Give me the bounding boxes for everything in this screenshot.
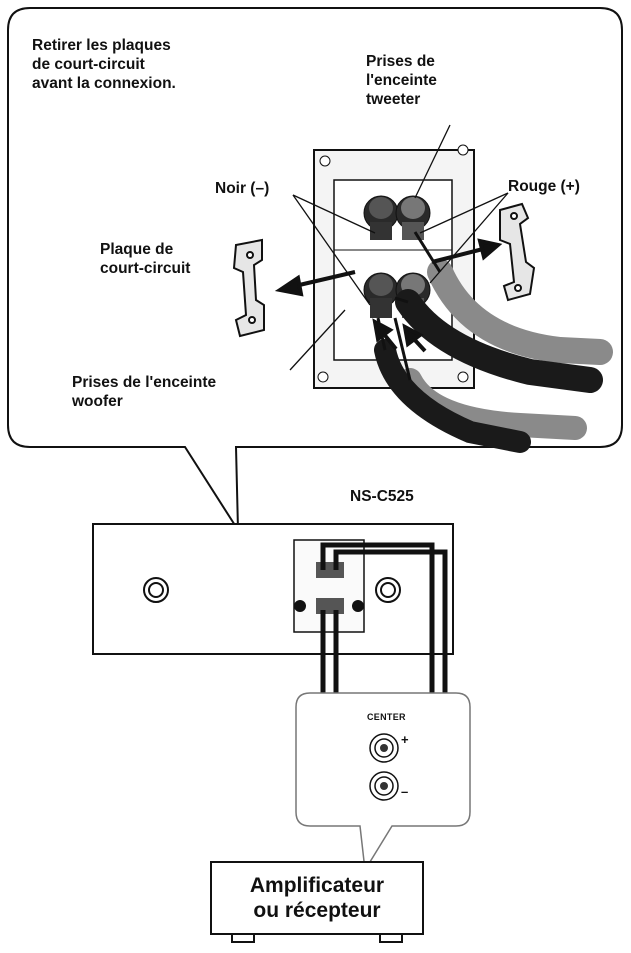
center-channel-label: CENTER — [367, 712, 406, 722]
tweeter-terminals — [363, 195, 431, 240]
plus-sign: + — [401, 732, 409, 747]
instruction-text: Retirer les plaques de court-circuit ava… — [32, 37, 176, 92]
amplifier-box — [210, 861, 424, 943]
receiver-terminals — [369, 733, 399, 801]
speaker-model-label: NS-C525 — [350, 488, 414, 505]
shorting-plate-left — [232, 238, 265, 338]
woofer-label: Prises de l'enceinte woofer — [72, 374, 217, 410]
shorting-plate-label: Plaque de court-circuit — [100, 241, 191, 277]
red-terminal-label: Rouge (+) — [508, 178, 580, 195]
shorting-plate-right — [499, 202, 536, 302]
amplifier-label: Amplificateur ou récepteur — [249, 874, 385, 922]
speaker-cables — [374, 259, 613, 453]
minus-sign: – — [401, 784, 409, 799]
leader-lines — [289, 124, 509, 371]
removal-arrows — [274, 238, 503, 353]
black-terminal-label: Noir (–) — [215, 180, 270, 197]
tweeter-label: Prises de l'enceinte tweeter — [366, 53, 437, 108]
